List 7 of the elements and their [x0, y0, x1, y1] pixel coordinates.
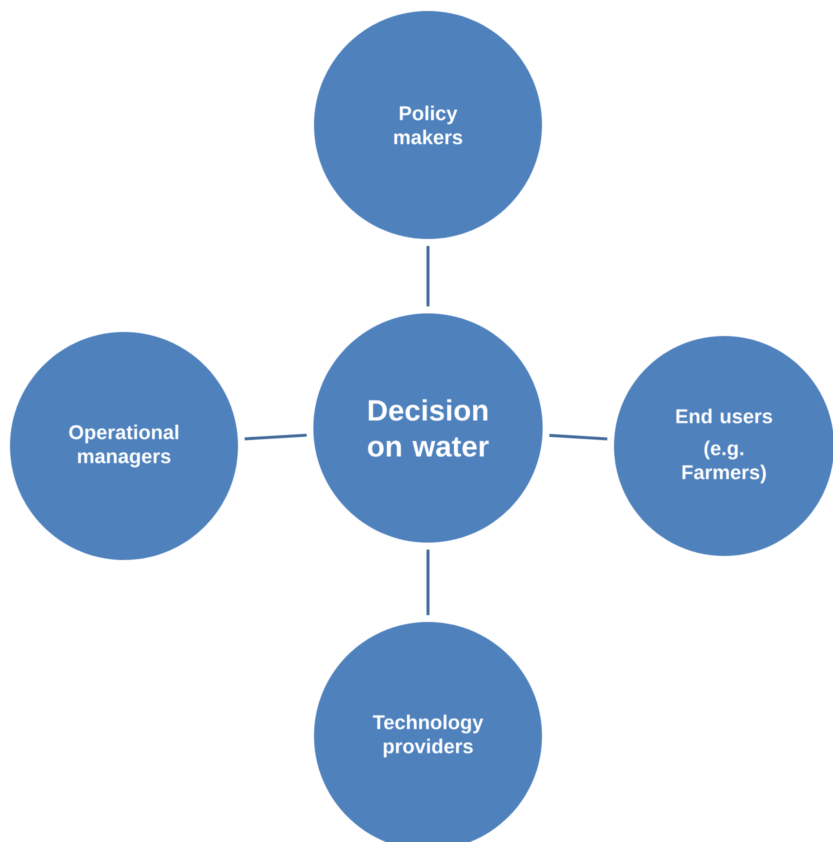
- connector-line: [426, 246, 430, 306]
- connector-line: [244, 434, 307, 440]
- circle-node: Policy makers: [314, 11, 542, 239]
- connector-line: [549, 434, 608, 440]
- circle-node: Operational managers: [10, 332, 238, 560]
- circle-node: Decision on water: [313, 313, 543, 543]
- connector-line: [426, 550, 430, 616]
